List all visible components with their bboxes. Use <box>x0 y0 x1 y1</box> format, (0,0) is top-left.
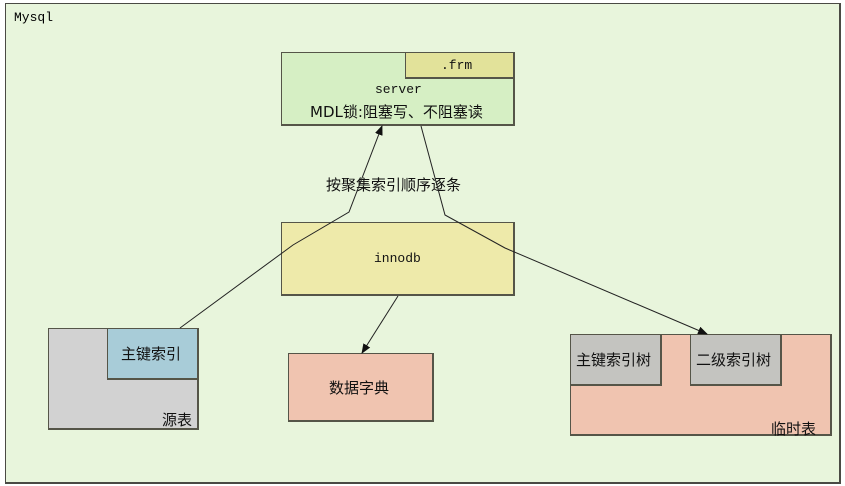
temp-primary-index-tree-label: 主键索引树 <box>576 351 652 369</box>
data-dictionary-title: 数据字典 <box>329 379 390 397</box>
edge-label-clustered-order: 按聚集索引顺序逐条 <box>326 176 462 194</box>
temp-secondary-index-tree-label: 二级索引树 <box>696 351 772 369</box>
server-node[interactable]: .frm server MDL锁:阻塞写、不阻塞读 <box>281 52 515 126</box>
source-primary-index-label: 主键索引 <box>121 345 182 363</box>
temp-table-title: 临时表 <box>771 420 817 438</box>
innodb-title: innodb <box>374 251 421 266</box>
server-title: server <box>375 82 422 97</box>
mysql-container-title: Mysql <box>14 10 54 25</box>
source-primary-index-node[interactable]: 主键索引 <box>107 328 199 380</box>
data-dictionary-node[interactable]: 数据字典 <box>288 353 434 422</box>
source-table-node[interactable]: 主键索引 源表 <box>48 328 199 430</box>
frm-label: .frm <box>441 58 473 73</box>
temp-secondary-index-tree-node[interactable]: 二级索引树 <box>690 334 782 386</box>
server-lock-note: MDL锁:阻塞写、不阻塞读 <box>310 103 483 121</box>
temp-primary-index-tree-node[interactable]: 主键索引树 <box>570 334 662 386</box>
frm-node[interactable]: .frm <box>405 52 515 79</box>
source-table-title: 源表 <box>162 411 193 429</box>
temp-table-node[interactable]: 主键索引树 二级索引树 临时表 <box>570 334 832 438</box>
innodb-node[interactable]: innodb <box>281 222 515 296</box>
